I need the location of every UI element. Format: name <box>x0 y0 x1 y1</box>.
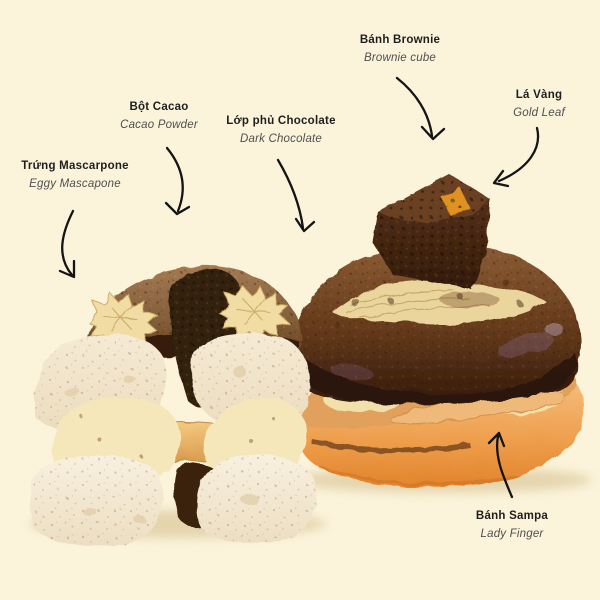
glaze-shine <box>545 325 565 335</box>
label-bot-cacao-title: Bột Cacao <box>129 101 189 113</box>
label-la-vang-title: Lá Vàng <box>515 89 563 101</box>
cocoa-crumb-speckles <box>335 278 523 329</box>
chocolate-smear <box>311 439 471 453</box>
curved-arrow-brownie <box>395 76 446 141</box>
label-trung-mascarpone: Trứng Mascarpone Eggy Mascapone <box>21 160 129 190</box>
cream-rosette <box>219 284 290 342</box>
gold-leaf-flake <box>440 186 470 218</box>
piped-cream-ring <box>332 280 546 325</box>
label-banh-brownie-subtitle: Brownie cube <box>363 52 437 64</box>
base-bottom-crust <box>319 466 516 486</box>
bread-air-pockets <box>64 367 259 524</box>
annotation-arrows <box>58 76 540 499</box>
label-bot-cacao-subtitle: Cacao Powder <box>120 119 198 131</box>
cross-section-donut-figure <box>29 265 317 546</box>
curved-arrow-lady-finger <box>487 431 514 499</box>
curved-arrow-gold-leaf <box>492 126 540 188</box>
glaze-shine <box>330 364 374 380</box>
curved-arrow-chocolate <box>276 158 316 233</box>
label-bot-cacao: Bột Cacao Cacao Powder <box>120 101 198 131</box>
bread-texture <box>29 455 163 546</box>
label-trung-mascarpone-subtitle: Eggy Mascapone <box>29 178 121 190</box>
label-banh-sampa-subtitle: Lady Finger <box>480 528 544 540</box>
label-la-vang: Lá Vàng Gold Leaf <box>513 89 565 119</box>
label-banh-brownie-title: Bánh Brownie <box>359 34 441 46</box>
label-banh-sampa-title: Bánh Sampa <box>475 510 549 522</box>
label-banh-sampa: Bánh Sampa Lady Finger <box>476 510 548 540</box>
label-banh-brownie: Bánh Brownie Brownie cube <box>360 34 440 64</box>
cream-rosette <box>87 292 158 350</box>
curved-arrow-mascarpone <box>58 209 76 279</box>
label-la-vang-subtitle: Gold Leaf <box>513 107 565 119</box>
dark-chocolate-glaze <box>293 352 578 405</box>
label-lop-phu-chocolate-subtitle: Dark Chocolate <box>239 133 323 145</box>
label-lop-phu-chocolate-title: Lớp phủ Chocolate <box>226 115 336 127</box>
label-trung-mascarpone-title: Trứng Mascarpone <box>21 160 129 172</box>
label-lop-phu-chocolate: Lớp phủ Chocolate Dark Chocolate <box>226 115 336 145</box>
glaze-shine <box>498 332 552 358</box>
curved-arrow-cacao <box>164 146 191 216</box>
whole-donut-figure <box>289 174 585 487</box>
